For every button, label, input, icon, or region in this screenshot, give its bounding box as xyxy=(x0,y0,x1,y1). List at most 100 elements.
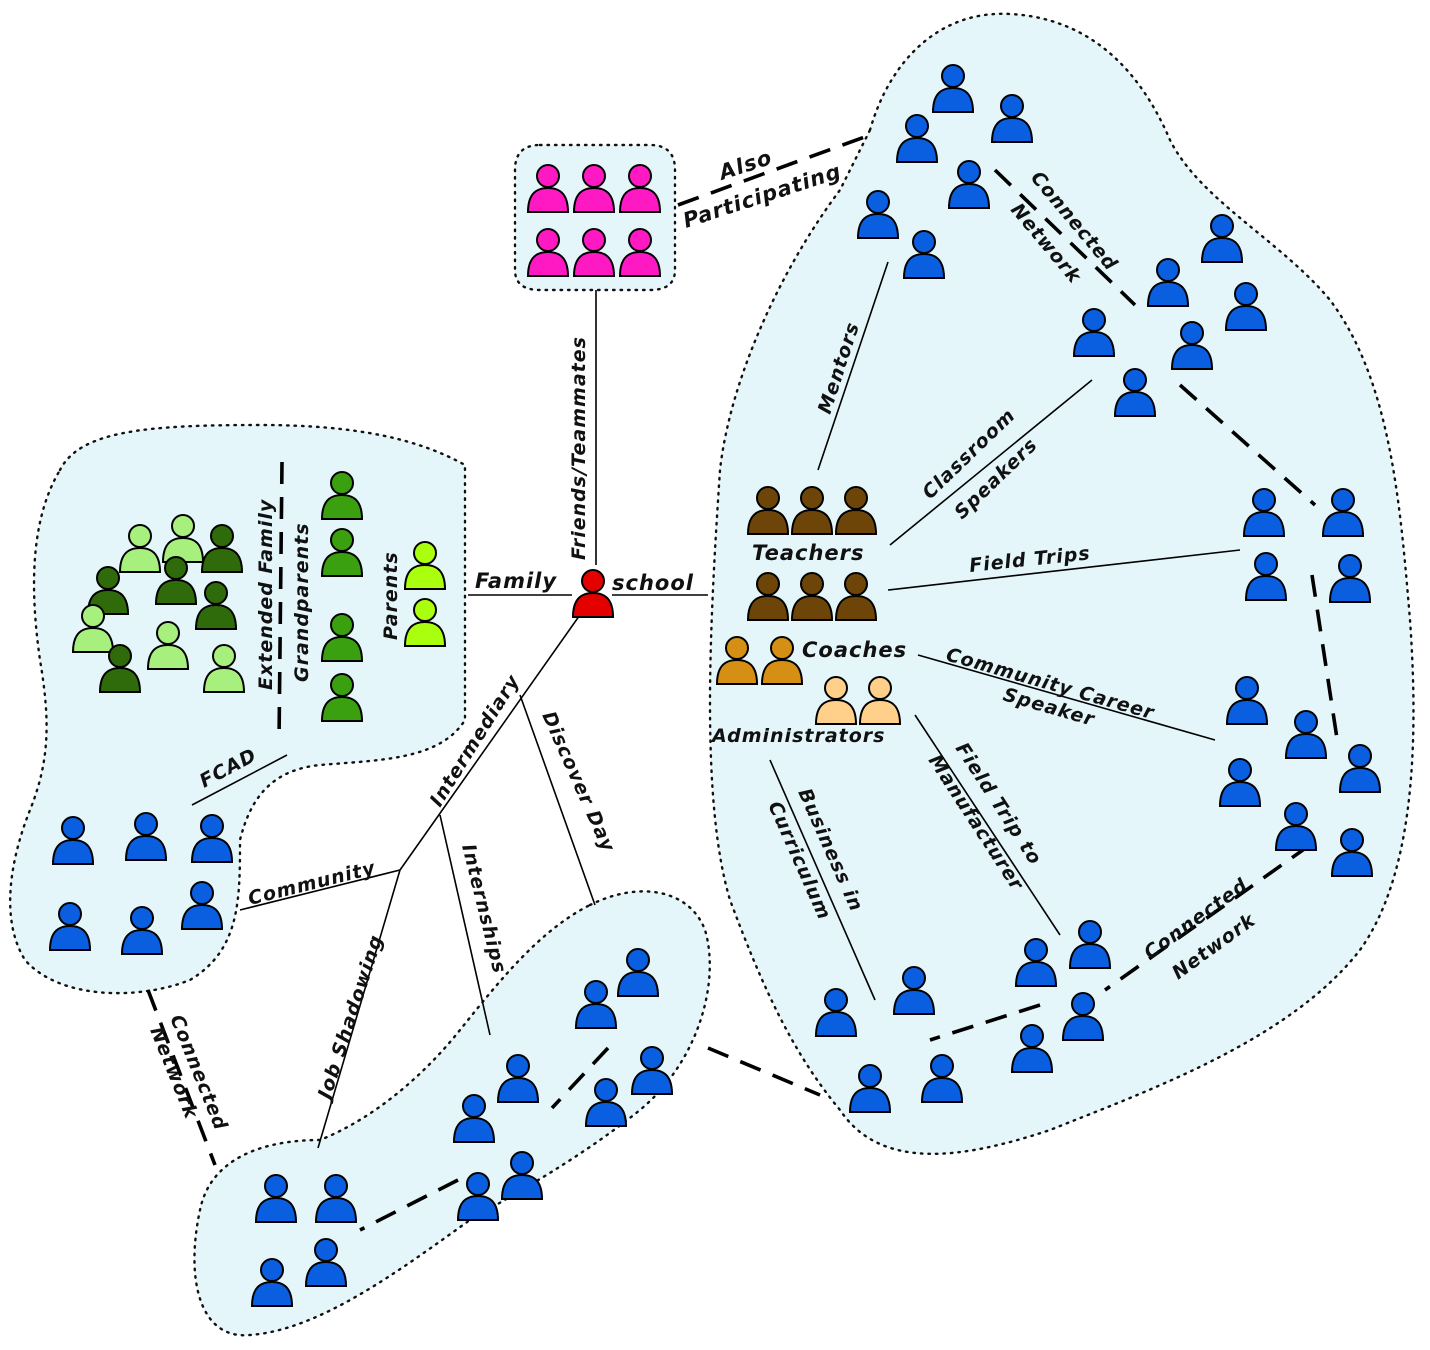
network-person-icon xyxy=(1284,710,1328,759)
network-person-icon xyxy=(814,988,858,1037)
network-person-icon xyxy=(947,160,991,209)
dash-discover-left xyxy=(359,1178,459,1232)
network-person-icon xyxy=(848,1064,892,1113)
edge-classroom-speakers xyxy=(889,379,1093,546)
community-person-icon xyxy=(48,902,92,951)
network-person-icon xyxy=(304,1238,348,1287)
edge-discover-day xyxy=(519,694,596,906)
extended-family-person-icon xyxy=(146,621,190,670)
coach-person-icon xyxy=(715,636,759,685)
grandparent-person-icon xyxy=(320,528,364,577)
label-teachers: Teachers xyxy=(752,541,865,565)
edge-field-trip-manufacturer xyxy=(914,714,1061,936)
network-person-icon xyxy=(254,1174,298,1223)
label-coaches: Coaches xyxy=(802,638,907,662)
label-job-shadowing: Job Shadowing xyxy=(313,932,388,1105)
teacher-person-icon xyxy=(790,572,834,621)
label-family: Family xyxy=(475,569,557,593)
network-person-icon xyxy=(1274,802,1318,851)
label-administrators: Administrators xyxy=(710,725,885,747)
extended-family-person-icon xyxy=(161,514,205,563)
network-person-icon xyxy=(1328,554,1372,603)
network-person-icon xyxy=(990,94,1034,143)
friend-person-icon xyxy=(526,228,570,277)
teacher-person-icon xyxy=(790,486,834,535)
network-person-icon xyxy=(1113,368,1157,417)
friend-person-icon xyxy=(572,164,616,213)
edge-intermediary xyxy=(399,611,583,871)
network-person-icon xyxy=(496,1054,540,1103)
label-friends-teammates: Friends/Teammates xyxy=(568,336,590,560)
edge-field-trips xyxy=(887,549,1241,591)
community-person-icon xyxy=(51,816,95,865)
extended-family-person-icon xyxy=(194,581,238,630)
community-person-icon xyxy=(120,906,164,955)
label-discover-day: Discover Day xyxy=(537,708,619,856)
network-person-icon xyxy=(1010,1024,1054,1073)
network-person-icon xyxy=(630,1046,674,1095)
network-person-icon xyxy=(456,1172,500,1221)
edge-mentors xyxy=(817,261,889,471)
network-person-icon xyxy=(1224,282,1268,331)
network-person-icon xyxy=(920,1054,964,1103)
parent-person-icon xyxy=(403,598,447,647)
label-community: Community xyxy=(246,857,379,910)
dash-discover-school xyxy=(707,1046,821,1097)
teacher-person-icon xyxy=(746,486,790,535)
extended-family-person-icon xyxy=(86,566,130,615)
network-person-icon xyxy=(1338,744,1382,793)
teacher-person-icon xyxy=(834,486,878,535)
network-person-icon xyxy=(1225,676,1269,725)
edge-fcad xyxy=(191,754,288,806)
grandparent-person-icon xyxy=(320,471,364,520)
network-person-icon xyxy=(1244,552,1288,601)
extended-family-person-icon xyxy=(71,604,115,653)
friend-person-icon xyxy=(618,228,662,277)
dash-extended-family xyxy=(277,461,284,743)
extended-family-person-icon xyxy=(200,524,244,573)
network-person-icon xyxy=(574,980,618,1029)
parent-person-icon xyxy=(403,541,447,590)
network-person-icon xyxy=(902,230,946,279)
network-person-icon xyxy=(584,1078,628,1127)
region-discover-day xyxy=(193,890,711,1337)
extended-family-person-icon xyxy=(98,644,142,693)
edge-job-shadowing xyxy=(317,869,401,1149)
network-person-icon xyxy=(892,966,936,1015)
label-grandparents: Grandparents xyxy=(291,522,313,682)
dash-discover-inner xyxy=(550,1046,610,1110)
community-person-icon xyxy=(190,814,234,863)
network-person-icon xyxy=(1321,488,1365,537)
administrator-person-icon xyxy=(858,676,902,725)
dash-left-bottom xyxy=(146,989,217,1166)
community-person-icon xyxy=(124,812,168,861)
teacher-person-icon xyxy=(746,572,790,621)
label-internships: Internships xyxy=(457,842,510,976)
network-person-icon xyxy=(1242,488,1286,537)
administrator-person-icon xyxy=(814,676,858,725)
network-person-icon xyxy=(856,190,900,239)
community-person-icon xyxy=(180,881,224,930)
network-person-icon xyxy=(1218,758,1262,807)
dash-right-diag xyxy=(1178,383,1317,507)
label-parents: Parents xyxy=(380,551,402,640)
dash-bottom-mid xyxy=(929,1003,1041,1042)
coach-person-icon xyxy=(760,636,804,685)
grandparent-person-icon xyxy=(320,613,364,662)
network-person-icon xyxy=(314,1174,358,1223)
edge-business xyxy=(769,759,876,1001)
network-person-icon xyxy=(1170,321,1214,370)
network-person-icon xyxy=(1330,828,1374,877)
dash-bottom-right xyxy=(1103,843,1312,992)
teacher-person-icon xyxy=(834,572,878,621)
network-person-icon xyxy=(500,1151,544,1200)
network-person-icon xyxy=(1068,920,1112,969)
extended-family-person-icon xyxy=(118,524,162,573)
network-person-icon xyxy=(616,948,660,997)
label-extended-family: Extended Family xyxy=(255,498,277,690)
friend-person-icon xyxy=(618,164,662,213)
friend-person-icon xyxy=(526,164,570,213)
network-person-icon xyxy=(895,114,939,163)
network-person-icon xyxy=(250,1258,294,1307)
